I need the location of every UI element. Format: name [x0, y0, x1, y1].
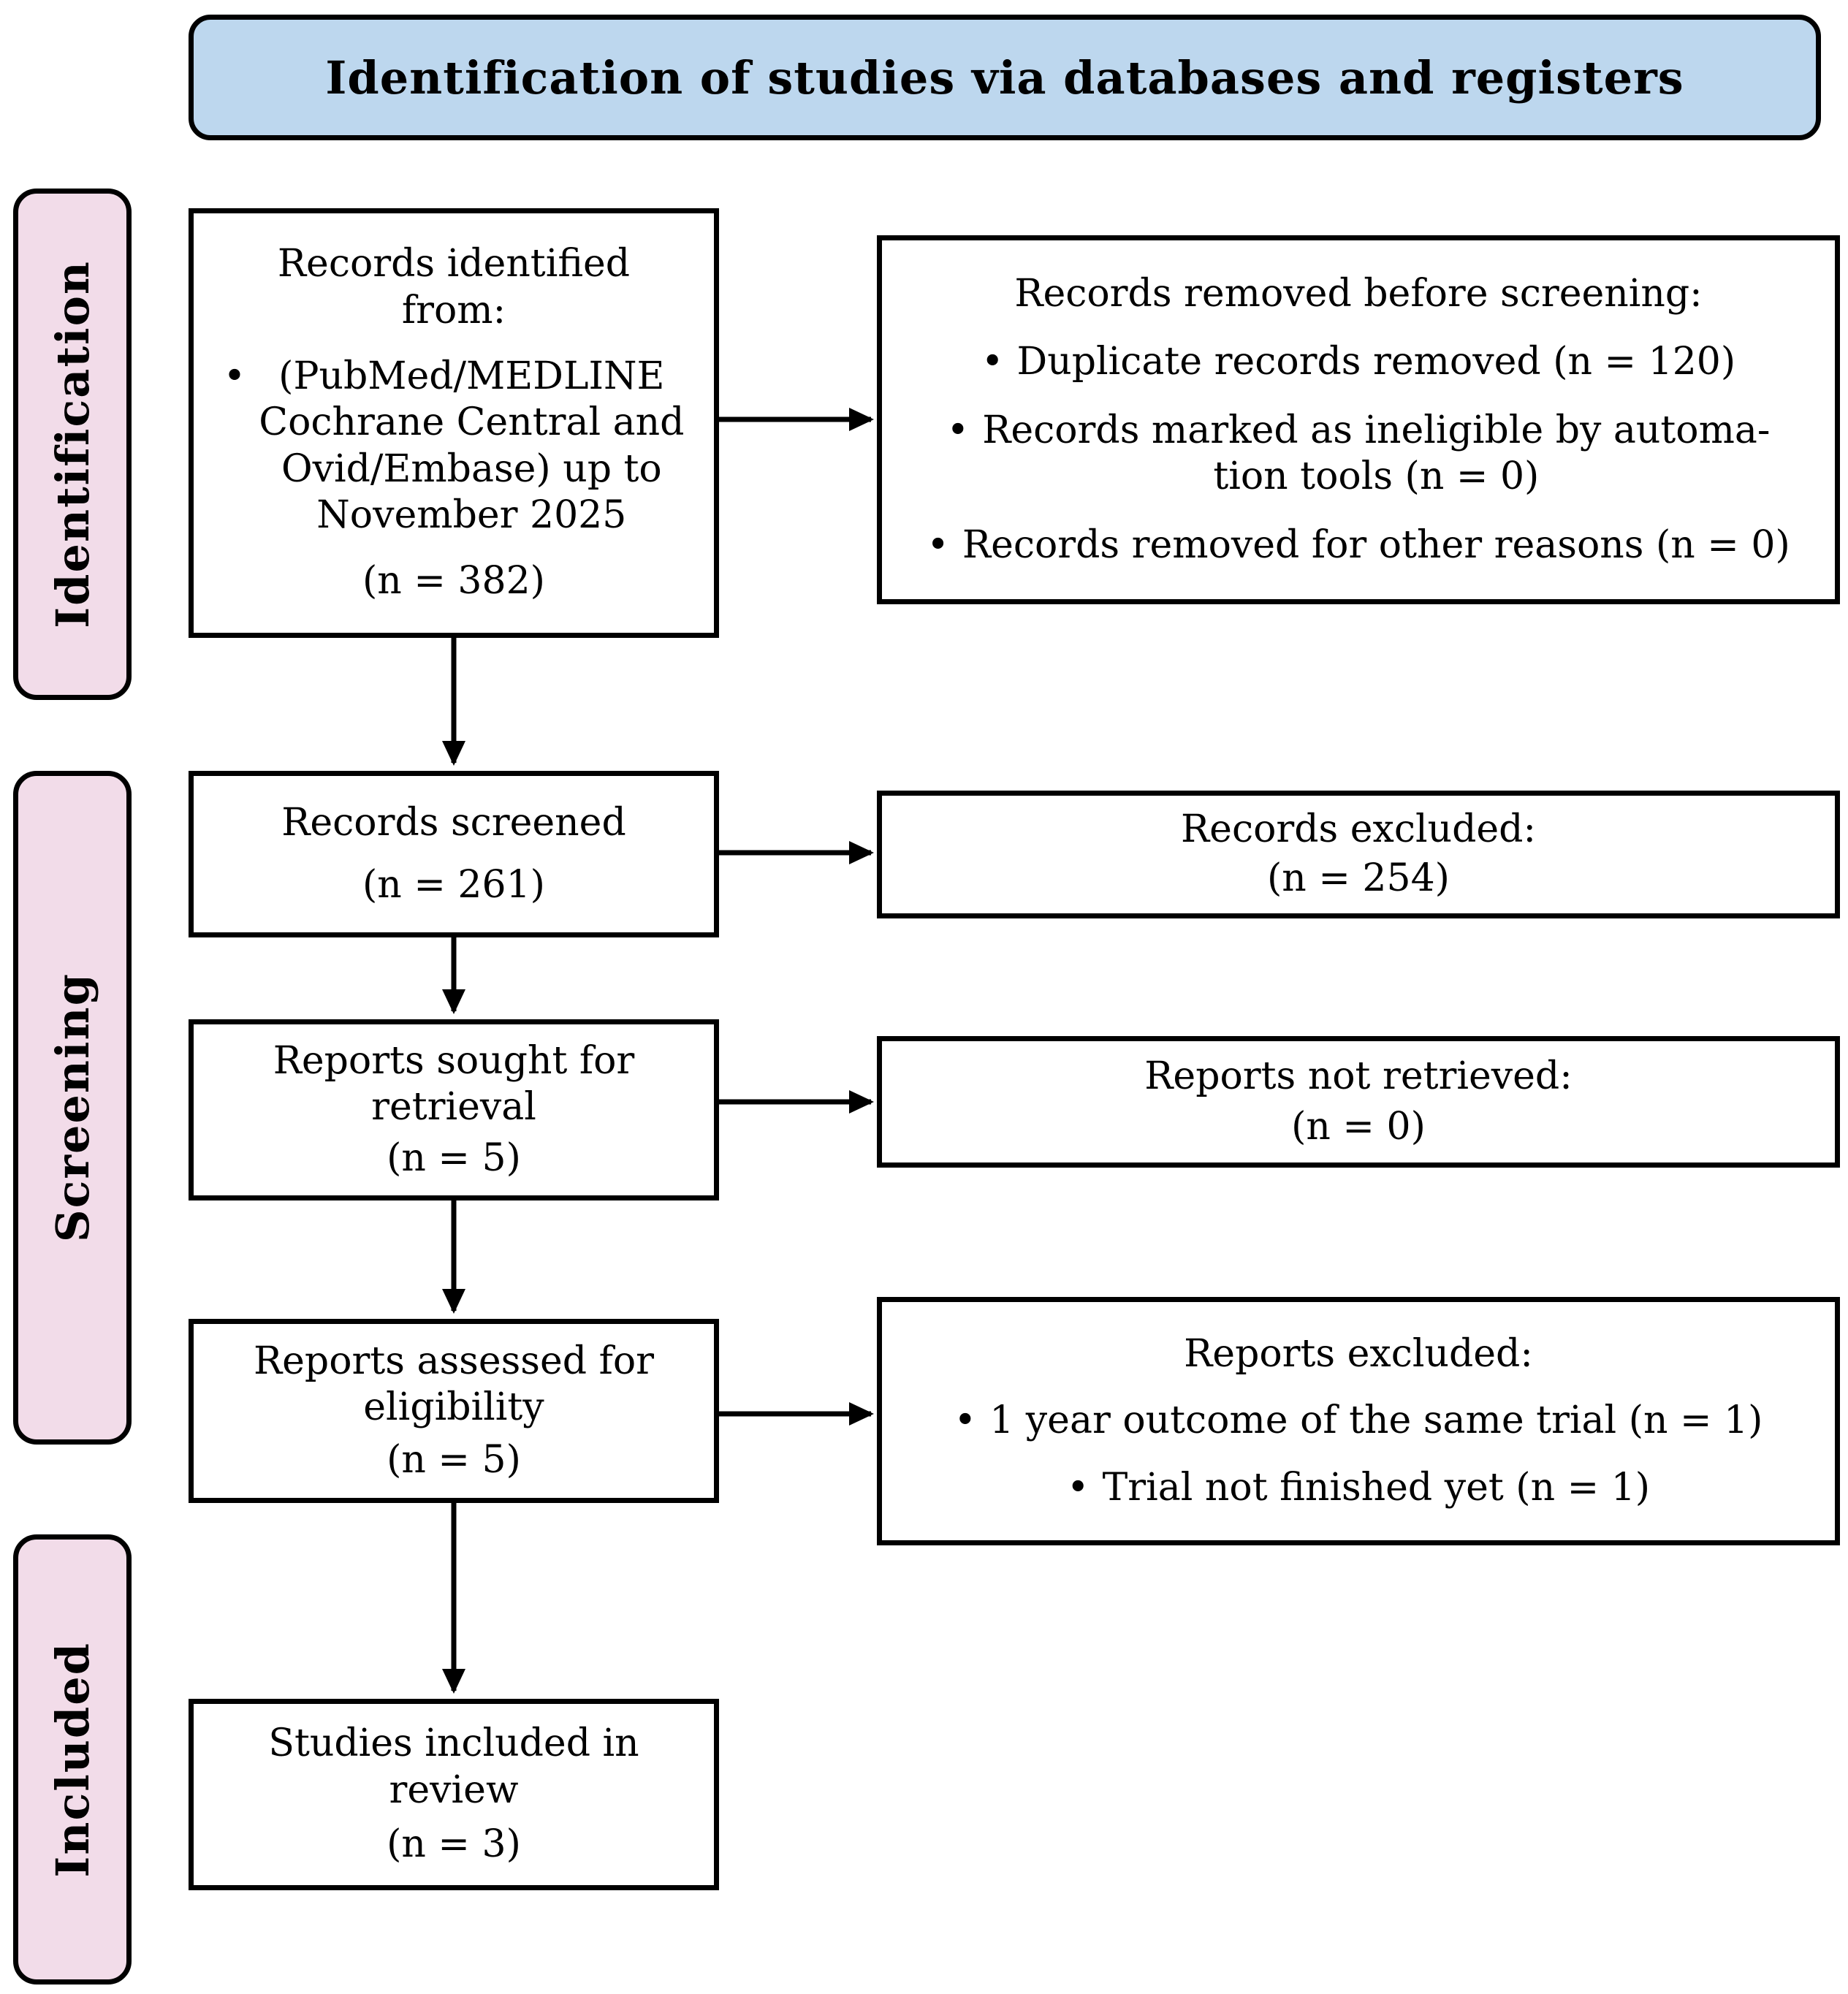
stage-label-screening: Screening [13, 771, 132, 1445]
bullet-text: Trial not finished yet (n = 1) [1102, 1465, 1651, 1510]
box-title: Reports not retrieved: [1144, 1054, 1573, 1099]
box-title: Studies included in review [268, 1721, 639, 1812]
bullet-dot-icon: • [927, 522, 949, 567]
box-title: Reports excluded: [1184, 1331, 1533, 1376]
title-text: Identification of studies via databases … [325, 50, 1684, 104]
box-records-identified: Records identified from: • (PubMed/MEDLI… [189, 208, 719, 638]
box-count: (n = 254) [1267, 856, 1450, 901]
box-title: Reports sought for retrieval [273, 1038, 635, 1129]
stage-label-text: Identification [45, 260, 99, 628]
box-title: Records screened [281, 801, 626, 845]
bullet-dot-icon: • [954, 1399, 977, 1443]
bullet-item: • Records marked as ineligible by automa… [947, 408, 1771, 501]
box-studies-included: Studies included in review (n = 3) [189, 1699, 719, 1890]
box-records-removed: Records removed before screening: • Dupl… [877, 235, 1840, 604]
bullet-dot-icon: • [1066, 1465, 1090, 1510]
box-records-screened: Records screened (n = 261) [189, 771, 719, 937]
stage-label-text: Included [45, 1641, 99, 1878]
box-title: Records excluded: [1181, 807, 1536, 852]
bullet-text: 1 year outcome of the same trial (n = 1) [989, 1399, 1763, 1443]
box-title: Reports assessed for eligibility [253, 1339, 654, 1430]
bullet-item: • (PubMed/MEDLINE Cochrane Central and O… [224, 354, 685, 539]
bullet-text: Duplicate records removed (n = 120) [1016, 340, 1736, 384]
box-count: (n = 3) [387, 1822, 521, 1867]
stage-label-text: Screening [45, 973, 99, 1243]
box-title: Records removed before screening: [1014, 271, 1703, 316]
box-count: (n = 5) [387, 1136, 521, 1180]
title-banner: Identification of studies via databases … [189, 15, 1821, 140]
bullet-dot-icon: • [223, 354, 246, 398]
bullet-text: Records removed for other reasons (n = 0… [962, 522, 1790, 567]
box-records-excluded: Records excluded: (n = 254) [877, 791, 1840, 918]
bullet-dot-icon: • [946, 408, 970, 452]
bullet-text: Records marked as ineligible by automa- … [982, 408, 1771, 499]
bullet-item: • 1 year outcome of the same trial (n = … [954, 1398, 1763, 1444]
stage-label-included: Included [13, 1534, 132, 1985]
bullet-item: • Trial not finished yet (n = 1) [1067, 1465, 1650, 1511]
bullet-dot-icon: • [981, 340, 1004, 384]
box-reports-excluded: Reports excluded: • 1 year outcome of th… [877, 1297, 1840, 1545]
stage-label-identification: Identification [13, 189, 132, 700]
bullet-item: • Records removed for other reasons (n =… [927, 522, 1790, 568]
box-reports-assessed: Reports assessed for eligibility (n = 5) [189, 1319, 719, 1503]
box-title: Records identified from: [277, 242, 631, 332]
box-count: (n = 5) [387, 1437, 521, 1482]
bullet-item: • Duplicate records removed (n = 120) [981, 339, 1735, 385]
box-count: (n = 261) [362, 862, 545, 907]
box-count: (n = 0) [1291, 1104, 1426, 1149]
box-count: (n = 382) [362, 559, 545, 604]
box-reports-not-retrieved: Reports not retrieved: (n = 0) [877, 1036, 1840, 1168]
box-reports-sought: Reports sought for retrieval (n = 5) [189, 1019, 719, 1200]
bullet-text: (PubMed/MEDLINE Cochrane Central and Ovi… [259, 354, 685, 538]
